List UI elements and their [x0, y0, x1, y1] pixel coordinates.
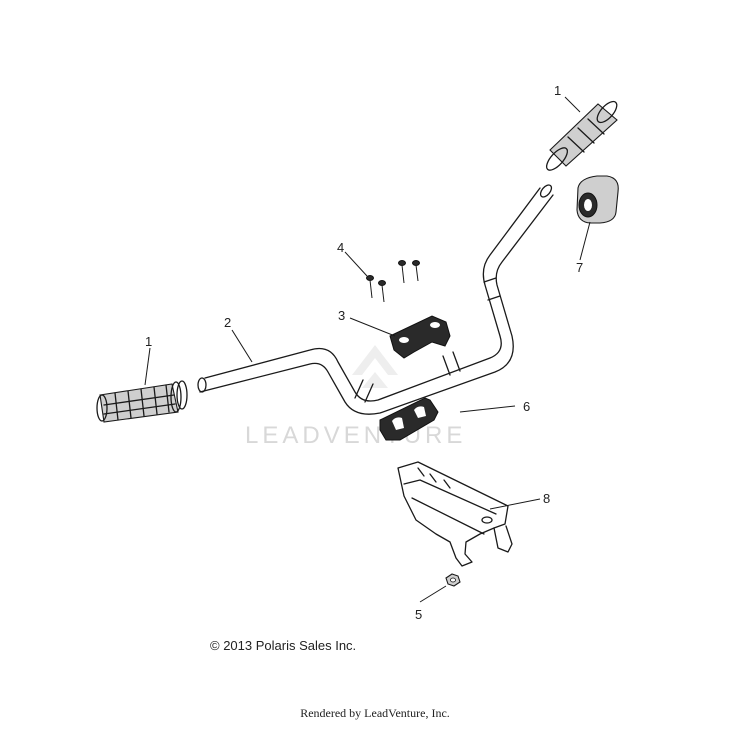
mount-bracket [397, 461, 513, 567]
leader-3 [349, 317, 396, 337]
leader-5 [419, 585, 447, 603]
leader-6 [459, 405, 516, 413]
right-grip [545, 100, 618, 171]
watermark: LEADVENTURE [245, 345, 466, 449]
callout-8: 8 [543, 491, 550, 506]
callout-3: 3 [338, 308, 345, 323]
watermark-text: LEADVENTURE [245, 422, 466, 449]
leader-1-left [144, 347, 151, 386]
bolt-3 [398, 260, 406, 284]
handlebar-pad [576, 175, 619, 224]
watermark-logo [352, 345, 398, 388]
bolt-1 [366, 275, 374, 299]
copyright-text: © 2013 Polaris Sales Inc. [210, 638, 357, 653]
callout-4: 4 [337, 240, 344, 255]
leader-4 [344, 251, 368, 277]
leader-8 [489, 498, 541, 510]
callout-2: 2 [224, 315, 231, 330]
callouts: 1 2 3 4 1 7 6 8 5 [145, 83, 583, 622]
callout-7: 7 [576, 260, 583, 275]
lower-clamp [379, 397, 439, 441]
bolt-2 [378, 280, 386, 303]
bolts [366, 260, 420, 303]
nut [445, 573, 461, 587]
callout-1-left: 1 [145, 334, 152, 349]
rendered-by-text: Rendered by LeadVenture, Inc. [300, 706, 450, 720]
callout-5: 5 [415, 607, 422, 622]
leader-1-right [564, 96, 581, 113]
callout-1-right: 1 [554, 83, 561, 98]
leader-lines [144, 96, 591, 603]
handlebar [197, 184, 554, 415]
leader-2 [231, 329, 253, 363]
bolt-4 [412, 260, 420, 282]
upper-clamp [389, 315, 451, 359]
left-grip [96, 380, 188, 423]
callout-6: 6 [523, 399, 530, 414]
leader-7 [579, 221, 591, 261]
